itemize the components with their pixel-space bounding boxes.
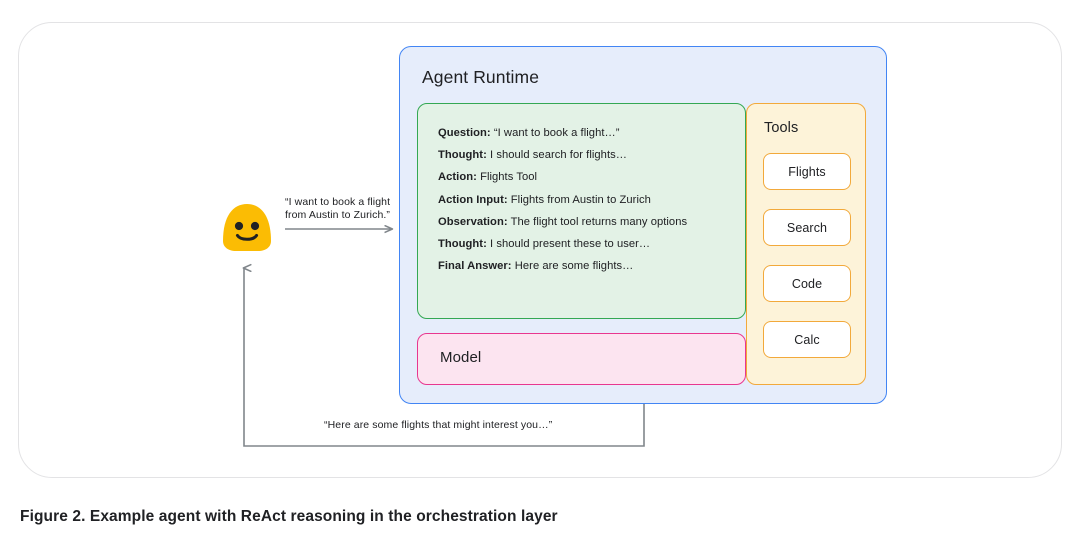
trace-line: Question: “I want to book a flight…” xyxy=(438,122,745,144)
tools-title: Tools xyxy=(764,120,799,136)
reasoning-trace-box: Question: “I want to book a flight…” Tho… xyxy=(417,103,746,319)
request-flow-label: “I want to book a flight from Austin to … xyxy=(285,196,391,221)
trace-value: Here are some flights… xyxy=(514,260,634,273)
trace-key: Observation: xyxy=(438,215,508,228)
trace-key: Question: xyxy=(438,127,491,139)
trace-key: Thought: xyxy=(438,149,487,162)
agent-runtime-title: Agent Runtime xyxy=(422,67,540,87)
model-label: Model xyxy=(440,349,482,366)
trace-key: Final Answer: xyxy=(438,260,512,273)
tool-list: Flights Search Code Calc xyxy=(763,153,851,377)
trace-line: Thought: I should present these to user… xyxy=(438,233,745,255)
trace-key: Thought: xyxy=(438,238,487,251)
trace-line: Thought: I should search for flights… xyxy=(438,144,745,166)
trace-line: Action: Flights Tool xyxy=(438,166,745,188)
user-avatar xyxy=(219,199,275,255)
tool-button-calc[interactable]: Calc xyxy=(763,321,851,358)
trace-line: Final Answer: Here are some flights… xyxy=(438,255,745,277)
figure-caption: Figure 2. Example agent with ReAct reaso… xyxy=(20,508,558,525)
tool-button-search[interactable]: Search xyxy=(763,209,851,246)
trace-key: Action Input: xyxy=(438,193,508,206)
response-flow-label: “Here are some flights that might intere… xyxy=(324,419,553,431)
model-box: Model xyxy=(417,333,746,385)
tool-button-code[interactable]: Code xyxy=(763,265,851,302)
smiley-face-avatar-icon xyxy=(223,204,271,251)
agent-runtime-panel: Agent Runtime Question: “I want to book … xyxy=(399,46,887,404)
trace-value: Flights Tool xyxy=(480,171,538,184)
trace-line: Observation: The flight tool returns man… xyxy=(438,211,745,233)
trace-key: Action: xyxy=(438,171,477,184)
tools-panel: Tools Flights Search Code Calc xyxy=(746,103,866,385)
trace-value: The flight tool returns many options xyxy=(510,215,688,228)
trace-value: I should search for flights… xyxy=(490,149,627,162)
trace-value: I should present these to user… xyxy=(490,238,651,251)
trace-value: Flights from Austin to Zurich xyxy=(510,193,651,206)
trace-value: “I want to book a flight…” xyxy=(493,127,620,139)
tool-button-flights[interactable]: Flights xyxy=(763,153,851,190)
trace-line: Action Input: Flights from Austin to Zur… xyxy=(438,189,745,211)
